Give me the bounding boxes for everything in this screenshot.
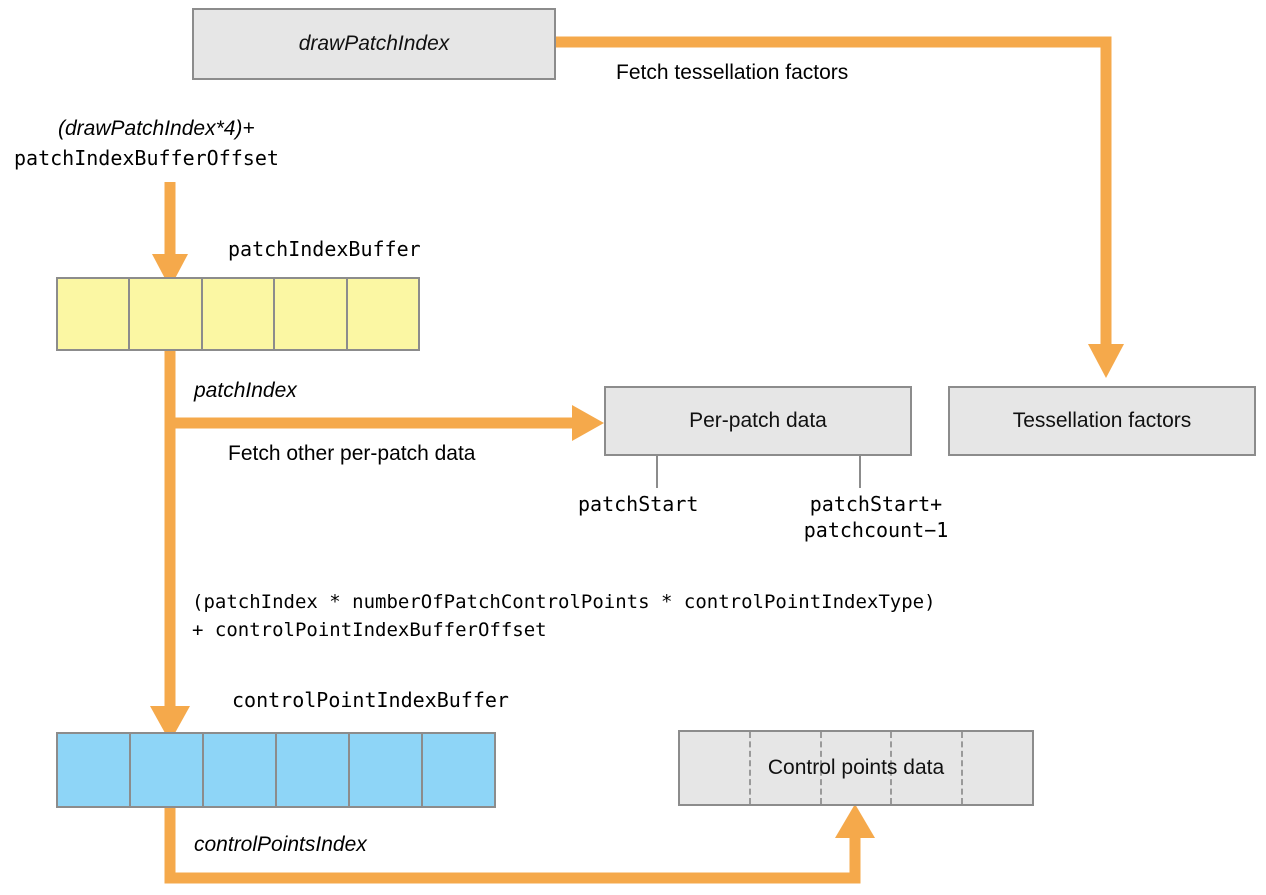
control-point-index-buffer-cell[interactable] xyxy=(58,734,131,806)
label-patch-start-plus-count-line1: patchStart+ xyxy=(809,492,943,516)
patch-index-buffer-cell[interactable] xyxy=(130,279,203,349)
control-point-index-buffer-cell[interactable] xyxy=(423,734,494,806)
box-control-points-data-label-wrap: Control points data xyxy=(680,732,1032,804)
control-points-data-segment xyxy=(680,732,751,804)
box-draw-patch-index[interactable]: drawPatchIndex xyxy=(192,8,556,80)
label-patch-start: patchStart xyxy=(578,492,699,516)
label-control-point-expression-line2: + controlPointIndexBufferOffset xyxy=(192,619,547,641)
arrow-patch-index-buffer-to-control-point-index-buffer xyxy=(150,350,190,742)
buffer-control-point-index-buffer[interactable] xyxy=(56,732,496,808)
buffer-patch-index-buffer[interactable] xyxy=(56,277,420,351)
label-control-point-expression-line1: (patchIndex * numberOfPatchControlPoints… xyxy=(192,591,936,613)
box-tessellation-factors-label: Tessellation factors xyxy=(1012,409,1192,432)
box-control-points-data-label: Control points data xyxy=(767,756,945,779)
control-points-data-segments xyxy=(680,732,1032,804)
label-control-point-index-buffer-title: controlPointIndexBuffer xyxy=(232,688,509,712)
arrow-offset-to-patch-index-buffer xyxy=(152,182,188,288)
control-point-index-buffer-cell[interactable] xyxy=(350,734,423,806)
label-patch-index: patchIndex xyxy=(194,379,297,402)
patch-index-buffer-cell[interactable] xyxy=(347,279,419,349)
box-tessellation-factors[interactable]: Tessellation factors xyxy=(948,386,1256,456)
arrow-patch-index-buffer-to-per-patch-data xyxy=(170,405,604,441)
label-patch-start-plus-count-line2: patchcount−1 xyxy=(803,518,949,542)
label-fetch-other-per-patch-data: Fetch other per-patch data xyxy=(228,442,476,465)
label-control-points-index: controlPointsIndex xyxy=(194,833,367,856)
control-points-data-segment xyxy=(892,732,964,804)
control-points-data-segment xyxy=(751,732,822,804)
box-per-patch-data[interactable]: Per-patch data xyxy=(604,386,912,456)
control-point-index-buffer-cell[interactable] xyxy=(131,734,204,806)
control-point-index-buffer-cell[interactable] xyxy=(277,734,350,806)
per-patch-data-tick-lines xyxy=(656,456,861,488)
label-offset-expression-italic: (drawPatchIndex*4)+ xyxy=(58,117,255,140)
label-patch-index-buffer-title: patchIndexBuffer xyxy=(228,237,421,261)
control-points-data-segment xyxy=(822,732,893,804)
patch-index-buffer-cell[interactable] xyxy=(58,279,131,349)
label-fetch-tessellation-factors: Fetch tessellation factors xyxy=(616,61,849,84)
label-offset-expression-mono: patchIndexBufferOffset xyxy=(14,146,279,170)
arrow-drawpatchindex-to-tessellation-factors xyxy=(556,36,1124,378)
patch-index-buffer-cell[interactable] xyxy=(202,279,276,349)
patch-index-buffer-cell[interactable] xyxy=(275,279,348,349)
control-point-index-buffer-cell[interactable] xyxy=(204,734,277,806)
box-per-patch-data-label: Per-patch data xyxy=(689,409,827,432)
box-draw-patch-index-label: drawPatchIndex xyxy=(298,32,450,55)
box-control-points-data[interactable]: Control points data xyxy=(678,730,1034,806)
